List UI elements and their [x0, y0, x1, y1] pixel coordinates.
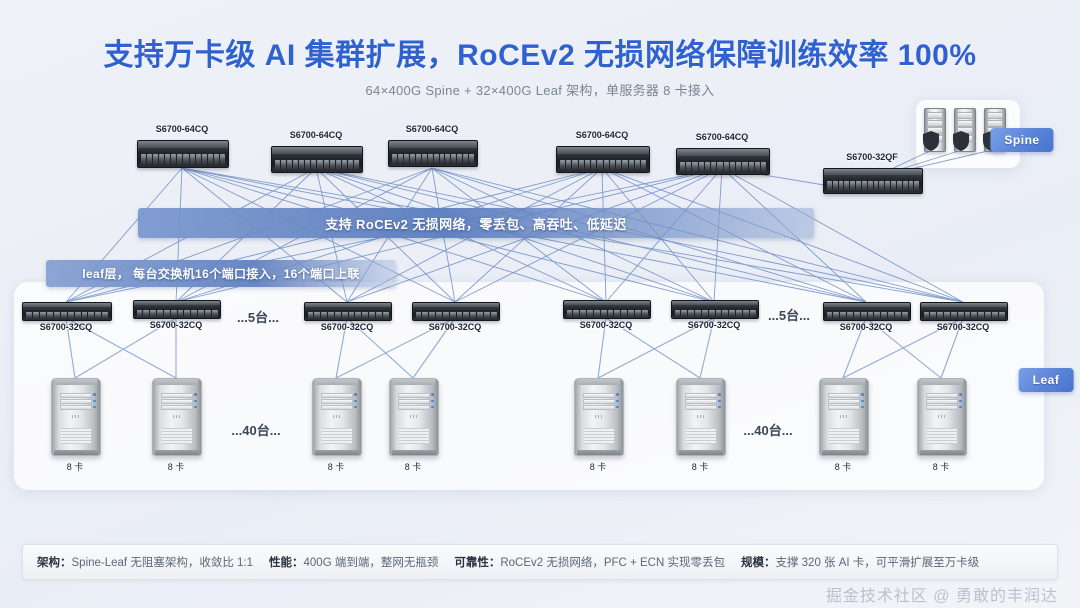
leaf-switch[interactable]: [823, 302, 911, 321]
page-title: 支持万卡级 AI 集群扩展，RoCEv2 无损网络保障训练效率 100%: [103, 39, 977, 72]
leaf-switch[interactable]: [22, 302, 112, 321]
leaf-switch-label: S6700-32CQ: [320, 322, 374, 332]
gpu-server[interactable]: [389, 378, 439, 456]
spine-switch-label: S6700-64CQ: [289, 130, 343, 140]
server-count-ellipsis: ...40台...: [743, 423, 793, 438]
summary-key: 规模：: [740, 557, 776, 569]
summary-item-architecture: 架构：Spine-Leaf 无阻塞架构，收敛比 1:1: [37, 554, 253, 570]
leaf-switch[interactable]: [671, 300, 759, 319]
spine-switch-label: S6700-64CQ: [575, 130, 629, 140]
leaf-switch-label: S6700-32CQ: [579, 320, 633, 330]
spine-switch-label: S6700-64CQ: [155, 124, 209, 134]
leaf-count-ellipsis: ...5台...: [768, 308, 810, 323]
gpu-server[interactable]: [312, 378, 362, 456]
leaf-switch-label: S6700-32CQ: [149, 320, 203, 330]
server-label: 8 卡: [404, 462, 422, 472]
spine-switch[interactable]: [676, 148, 770, 175]
summary-value: 支撑 320 张 AI 卡，可平滑扩展至万卡级: [775, 557, 980, 569]
watermark: 掘金技术社区 @ 勇敢的丰润达: [825, 588, 1058, 605]
summary-item-performance: 性能：400G 端到端，整网无瓶颈: [269, 554, 438, 570]
leaf-switch[interactable]: [133, 300, 221, 319]
spine-switch[interactable]: [556, 146, 650, 173]
summary-key: 性能：: [269, 557, 304, 569]
banner-leaf-layer: leaf层， 每台交换机16个端口接入，16个端口上联: [46, 260, 396, 287]
summary-value: RoCEv2 无损网络，PFC + ECN 实现零丢包: [500, 557, 725, 569]
server-label: 8 卡: [589, 462, 607, 472]
summary-value: 400G 端到端，整网无瓶颈: [303, 557, 439, 569]
summary-item-reliability: 可靠性：RoCEv2 无损网络，PFC + ECN 实现零丢包: [454, 554, 725, 570]
leaf-switch[interactable]: [304, 302, 392, 321]
spine-switch[interactable]: [137, 140, 229, 168]
summary-bar: 架构：Spine-Leaf 无阻塞架构，收敛比 1:1 性能：400G 端到端，…: [22, 544, 1058, 580]
spine-switch[interactable]: [388, 140, 478, 167]
server-count-ellipsis: ...40台...: [231, 423, 281, 438]
leaf-switch[interactable]: [920, 302, 1008, 321]
server-label: 8 卡: [932, 462, 950, 472]
security-shield-icon: [953, 131, 969, 151]
server-label: 8 卡: [834, 462, 852, 472]
server-label: 8 卡: [691, 462, 709, 472]
badge-leaf: Leaf: [1018, 368, 1074, 392]
summary-key: 可靠性：: [454, 557, 501, 569]
gpu-server[interactable]: [574, 378, 624, 456]
gpu-server[interactable]: [676, 378, 726, 456]
gpu-server[interactable]: [917, 378, 967, 456]
banner-rocev2: 支持 RoCEv2 无损网络，零丢包、高吞吐、低延迟: [138, 208, 814, 238]
management-switch[interactable]: [823, 168, 923, 194]
security-shield-icon: [923, 131, 939, 151]
server-label: 8 卡: [167, 462, 185, 472]
management-switch-label: S6700-32QF: [846, 152, 898, 162]
leaf-switch-label: S6700-32CQ: [39, 322, 93, 332]
gpu-server[interactable]: [152, 378, 202, 456]
leaf-count-ellipsis: ...5台...: [237, 310, 279, 325]
gpu-server[interactable]: [51, 378, 101, 456]
spine-switch-label: S6700-64CQ: [405, 124, 459, 134]
server-label: 8 卡: [66, 462, 84, 472]
leaf-switch[interactable]: [412, 302, 500, 321]
summary-key: 架构：: [37, 557, 72, 569]
page-subtitle: 64×400G Spine + 32×400G Leaf 架构，单服务器 8 卡…: [365, 83, 715, 98]
spine-switch[interactable]: [271, 146, 363, 173]
leaf-switch-label: S6700-32CQ: [839, 322, 893, 332]
spine-switch-label: S6700-64CQ: [695, 132, 749, 142]
summary-value: Spine-Leaf 无阻塞架构，收敛比 1:1: [71, 557, 254, 569]
summary-item-scale: 规模：支撑 320 张 AI 卡，可平滑扩展至万卡级: [741, 554, 979, 570]
leaf-switch-label: S6700-32CQ: [936, 322, 990, 332]
leaf-switch-label: S6700-32CQ: [687, 320, 741, 330]
leaf-switch-label: S6700-32CQ: [428, 322, 482, 332]
badge-spine: Spine: [990, 128, 1054, 152]
gpu-server[interactable]: [819, 378, 869, 456]
leaf-switch[interactable]: [563, 300, 651, 319]
server-label: 8 卡: [327, 462, 345, 472]
